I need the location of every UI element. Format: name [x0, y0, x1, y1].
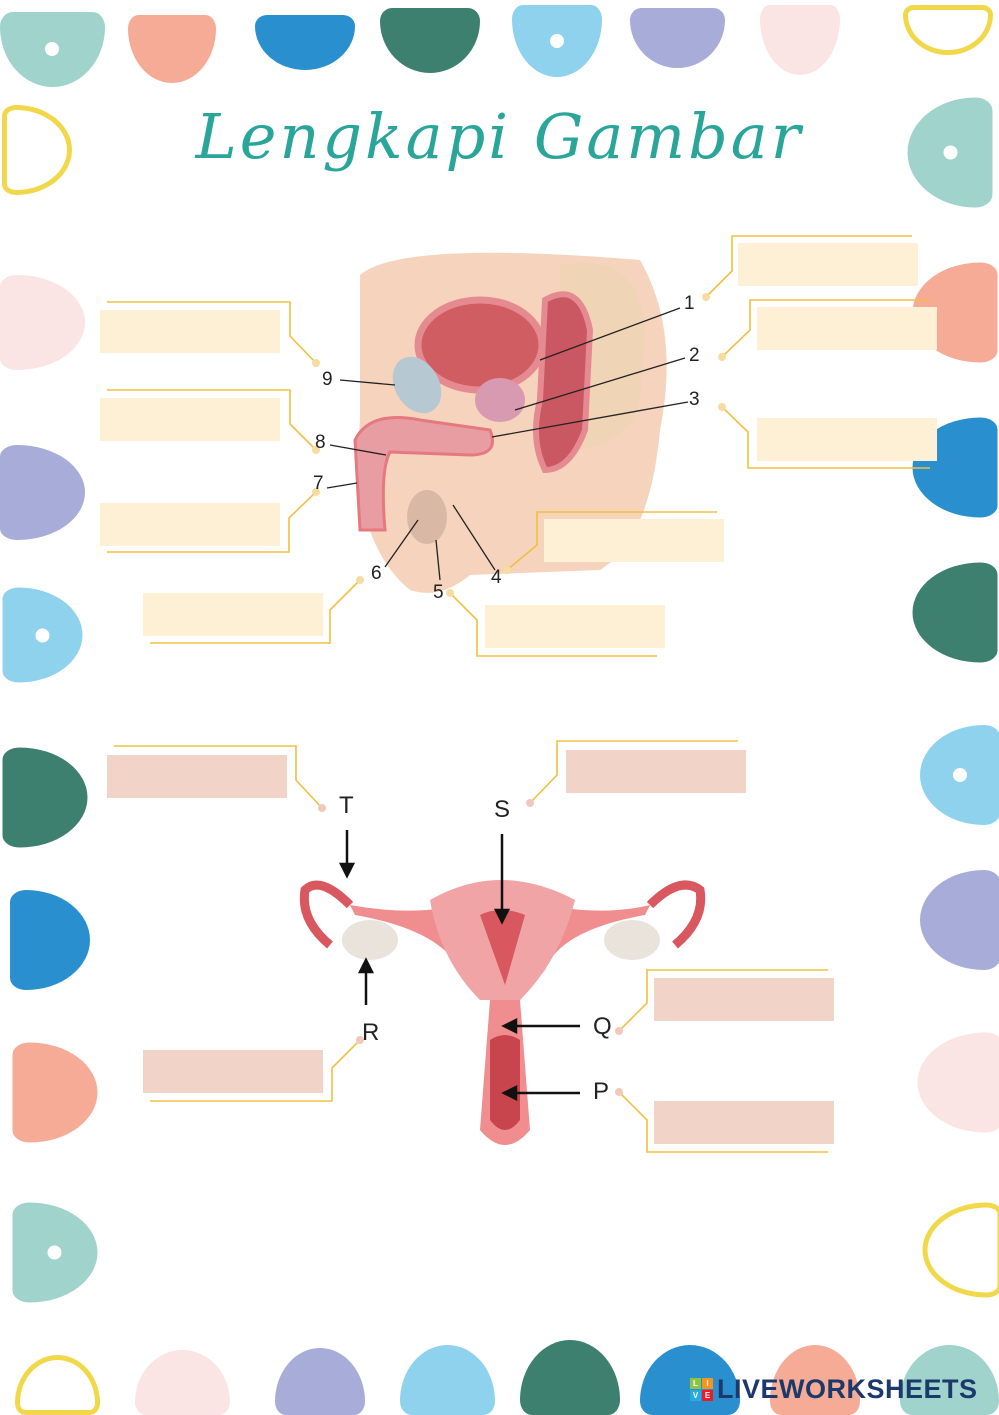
- answer-input-R[interactable]: [143, 1050, 323, 1093]
- answer-input-6[interactable]: [143, 593, 323, 636]
- label-5: 5: [433, 582, 444, 603]
- label-6: 6: [371, 563, 382, 584]
- answer-input-1[interactable]: [738, 243, 918, 286]
- label-2: 2: [689, 345, 700, 366]
- answer-input-4[interactable]: [544, 519, 724, 562]
- label-R: R: [362, 1019, 380, 1046]
- answer-input-5[interactable]: [485, 605, 665, 648]
- answer-input-Q[interactable]: [654, 978, 834, 1021]
- label-P: P: [593, 1078, 610, 1105]
- male-reproductive-diagram: [353, 252, 667, 593]
- answer-input-7[interactable]: [100, 503, 280, 546]
- label-Q: Q: [593, 1013, 612, 1040]
- label-9: 9: [322, 369, 333, 390]
- label-4: 4: [491, 567, 502, 588]
- label-1: 1: [684, 293, 695, 314]
- answer-input-T[interactable]: [107, 755, 287, 798]
- answer-connectors: [107, 235, 930, 1153]
- label-8: 8: [315, 432, 326, 453]
- answer-input-3[interactable]: [757, 418, 937, 461]
- answer-input-S[interactable]: [566, 750, 746, 793]
- page-title: Lengkapi Gambar: [195, 100, 804, 173]
- logo-text: LIVEWORKSHEETS: [717, 1374, 978, 1404]
- label-S: S: [494, 796, 511, 823]
- answer-input-8[interactable]: [100, 398, 280, 441]
- answer-input-2[interactable]: [757, 307, 937, 350]
- female-reproductive-diagram: [299, 830, 706, 1145]
- label-7: 7: [313, 473, 324, 494]
- label-3: 3: [689, 389, 700, 410]
- answer-input-9[interactable]: [100, 310, 280, 353]
- answer-input-P[interactable]: [654, 1101, 834, 1144]
- label-T: T: [339, 792, 354, 819]
